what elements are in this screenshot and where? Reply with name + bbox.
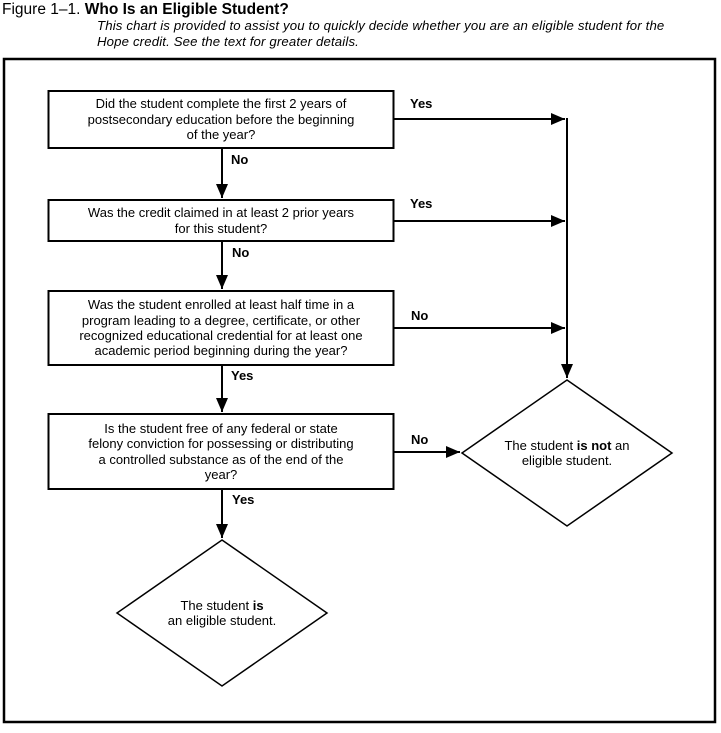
question-box-1: Did the student complete the first 2 yea… [48, 91, 394, 148]
question-line: felony conviction for possessing or dist… [88, 436, 354, 452]
question-line: Is the student free of any federal or st… [104, 420, 338, 436]
question-line: year? [204, 466, 238, 482]
question-line: recognized educational credential for at… [79, 328, 363, 343]
branch-label-box1-no: No [231, 152, 249, 167]
question-line: a controlled substance as of the end of … [98, 451, 344, 467]
branch-label-box2-yes: Yes [410, 196, 433, 211]
outcome-text-bold: is not [576, 437, 612, 453]
outcome-text: an [611, 437, 630, 453]
question-line: academic period beginning during the yea… [94, 343, 348, 359]
branch-label-box3-yes: Yes [231, 368, 254, 383]
branch-label-box4-yes: Yes [232, 492, 255, 507]
question-box-1-outline [47, 90, 395, 149]
question-box-4: Is the student free of any federal or st… [48, 414, 394, 489]
outcome-line: eligible student. [521, 453, 613, 468]
outcome-line: an eligible student. [167, 613, 277, 628]
question-line: Was the student enrolled at least half t… [87, 297, 355, 313]
branch-label-box3-no: No [411, 308, 429, 323]
question-line: program leading to a degree, certificate… [81, 312, 361, 328]
figure-subtitle: This chart is provided to assist you to … [97, 18, 664, 49]
branch-label-box4-no: No [411, 432, 429, 447]
not-eligible-outcome: The student is not an eligible student. [462, 437, 672, 469]
branch-label-box2-no: No [232, 245, 250, 260]
outcome-text: The student [180, 597, 253, 613]
question-box-2: Was the credit claimed in at least 2 pri… [48, 200, 394, 241]
outcome-text: The student [504, 437, 577, 453]
branch-label-box1-yes: Yes [410, 96, 433, 111]
figure-subtitle-line2: Hope credit. See the text for greater de… [97, 33, 359, 49]
question-line: postsecondary education before the begin… [87, 111, 355, 127]
question-box-3: Was the student enrolled at least half t… [48, 291, 394, 365]
figure-heading: Figure 1–1. Who Is an Eligible Student? [2, 1, 289, 19]
figure-number-label: Figure 1–1. [2, 1, 81, 18]
eligible-diamond-outline [115, 539, 329, 687]
outcome-line: The student is [180, 598, 263, 613]
figure-border [2, 57, 717, 724]
outcome-text-bold: is [252, 597, 264, 613]
question-line: Did the student complete the first 2 yea… [95, 96, 347, 112]
figure-subtitle-line1: This chart is provided to assist you to … [97, 18, 665, 33]
not-eligible-diamond-outline [460, 379, 674, 527]
outcome-line: The student is not an [504, 438, 629, 453]
question-line: for this student? [174, 220, 268, 236]
figure-title: Who Is an Eligible Student? [84, 1, 289, 18]
question-line: of the year? [186, 127, 256, 143]
eligible-outcome: The student is an eligible student. [117, 597, 327, 629]
question-line: Was the credit claimed in at least 2 pri… [87, 205, 355, 221]
